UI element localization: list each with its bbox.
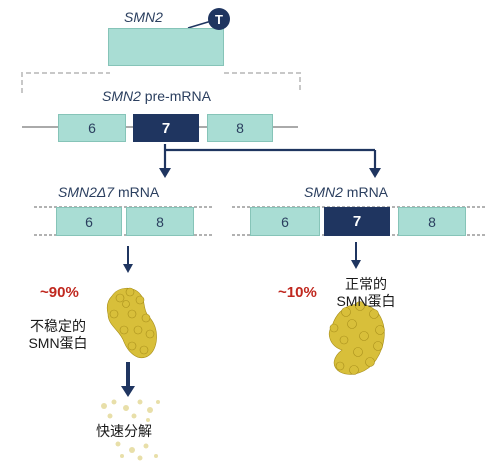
- pre-mrna-exon-7: 7: [133, 114, 199, 142]
- pre-mrna-exon-8: 8: [207, 114, 273, 142]
- unstable-protein-label: 不稳定的 SMN蛋白: [18, 318, 98, 352]
- normal-protein-icon: [329, 301, 385, 375]
- left-translate-head: [123, 264, 133, 273]
- degraded-fragments-icon: [101, 399, 160, 461]
- unstable-protein-line1: 不稳定的: [30, 318, 86, 334]
- arrowhead-right: [369, 168, 381, 178]
- normal-protein-label: 正常的 SMN蛋白: [326, 276, 406, 310]
- left-mrna-exon-6: 6: [56, 207, 122, 236]
- left-percent: ~90%: [40, 284, 79, 301]
- right-translate-head: [351, 260, 361, 269]
- right-mrna-label: SMN2 mRNA: [304, 184, 389, 200]
- degradation-label: 快速分解: [96, 423, 152, 439]
- splice-arrow-left: [163, 144, 375, 170]
- degrade-arrow-head: [121, 386, 135, 397]
- pre-mrna-label: SMN2 pre-mRNA: [102, 88, 211, 104]
- marker-label: T: [215, 11, 223, 27]
- pre-mrna-exon-6: 6: [58, 114, 126, 142]
- gene-name: SMN2: [124, 9, 163, 25]
- arrowhead-left: [159, 168, 171, 178]
- right-mrna-exon-6: 6: [250, 207, 320, 236]
- gene-box: [108, 28, 224, 66]
- normal-protein-line2: SMN蛋白: [336, 293, 396, 309]
- marker-badge: T: [208, 8, 230, 30]
- unstable-protein-icon: [106, 287, 157, 359]
- normal-protein-line1: 正常的: [345, 276, 387, 292]
- right-mrna-exon-7: 7: [324, 207, 390, 236]
- right-mrna-exon-8: 8: [398, 207, 466, 236]
- gene-bracket: [21, 72, 301, 93]
- left-mrna-exon-8: 8: [126, 207, 194, 236]
- right-percent: ~10%: [278, 284, 317, 301]
- unstable-protein-line2: SMN蛋白: [28, 335, 88, 351]
- left-mrna-label: SMN2Δ7 mRNA: [58, 184, 160, 200]
